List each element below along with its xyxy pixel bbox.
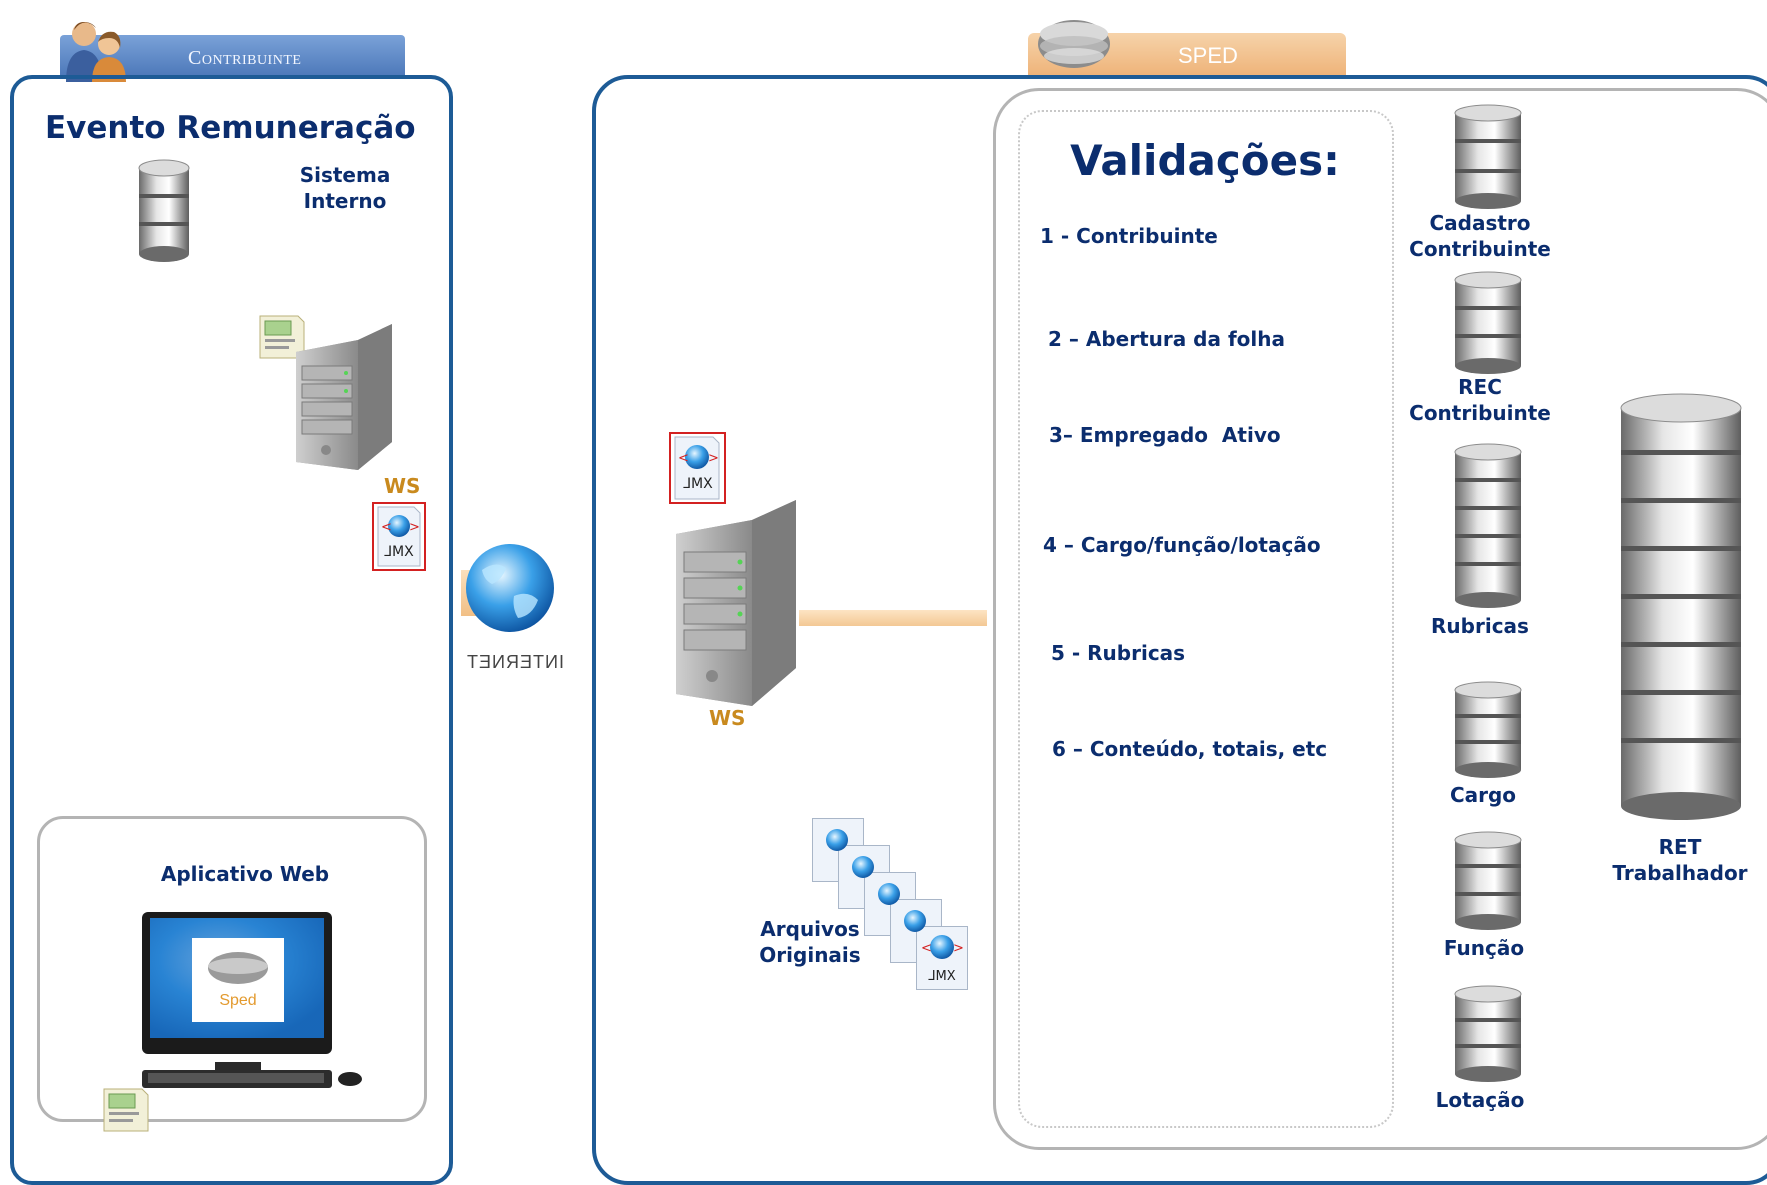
db-label-rec: REC Contribuinte xyxy=(1409,375,1551,425)
xml-text: XML xyxy=(683,476,713,492)
server-icon-left xyxy=(288,322,400,472)
validacoes-box xyxy=(1018,110,1394,1128)
db-label-cargo: Cargo xyxy=(1449,783,1517,807)
database-icon-funcao xyxy=(1452,830,1524,932)
svg-text:>: > xyxy=(708,451,719,466)
validation-item-1: 1 - Contribuinte xyxy=(1040,224,1218,248)
svg-text:<: < xyxy=(381,520,392,535)
evento-title: Evento Remuneração xyxy=(45,110,416,146)
database-icon xyxy=(136,158,192,264)
server-icon-sped xyxy=(668,498,800,708)
database-icon-lotacao xyxy=(1452,984,1524,1084)
svg-text:<: < xyxy=(921,941,932,956)
monitor-icon[interactable]: Sped xyxy=(140,910,385,1090)
validation-item-6: 6 – Conteúdo, totais, etc xyxy=(1052,737,1328,761)
sistema-interno-label: Sistema Interno xyxy=(299,163,391,213)
ret-trabalhador-label: RET Trabalhador xyxy=(1612,835,1748,885)
certificate-icon-small xyxy=(102,1085,150,1133)
sped-tab-label: SPED xyxy=(1178,43,1238,68)
db-label-funcao: Função xyxy=(1443,936,1525,960)
validation-item-4: 4 – Cargo/função/lotação xyxy=(1043,533,1321,557)
db-label-rubricas: Rubricas xyxy=(1431,614,1529,638)
aplicativo-web-label: Aplicativo Web xyxy=(160,862,330,886)
globe-icon xyxy=(462,540,558,636)
xml-file-icon: <> XML xyxy=(916,926,968,990)
validation-item-5: 5 - Rubricas xyxy=(1051,641,1186,665)
xml-file-stack: <> XML xyxy=(812,818,972,996)
svg-text:>: > xyxy=(409,520,420,535)
validation-area xyxy=(993,88,1767,1150)
validation-item-3: 3– Empregado Ativo xyxy=(1049,423,1281,447)
ws-label-left: WS xyxy=(384,474,421,498)
people-icon xyxy=(62,12,132,82)
internet-label: INTERNET xyxy=(466,652,564,672)
certificate-icon xyxy=(258,312,306,360)
aplicativo-web-box xyxy=(37,816,427,1122)
database-icon-rubricas xyxy=(1452,442,1524,610)
xml-file-icon-left[interactable]: < > XML xyxy=(372,502,426,571)
database-icon-cargo xyxy=(1452,680,1524,780)
monitor-sped-label: Sped xyxy=(219,992,257,1009)
database-icon-ret xyxy=(1618,392,1744,824)
db-label-lotacao: Lotação xyxy=(1435,1088,1525,1112)
svg-text:>: > xyxy=(953,941,964,956)
arquivos-originais-label: Arquivos Originais xyxy=(759,917,861,967)
xml-text: XML xyxy=(384,544,414,560)
contribuinte-tab-label: Contribuinte xyxy=(188,47,302,69)
db-label-cadastro: Cadastro Contribuinte xyxy=(1409,211,1551,261)
svg-text:<: < xyxy=(678,451,689,466)
validation-item-2: 2 – Abertura da folha xyxy=(1048,327,1285,351)
sped-connector xyxy=(799,610,987,626)
xml-file-icon-sped[interactable]: < > XML xyxy=(669,432,726,504)
sped-logo-icon xyxy=(1036,14,1112,70)
validacoes-title: Validações: xyxy=(1070,136,1340,185)
database-icon-rec xyxy=(1452,270,1524,376)
ws-label-sped: WS xyxy=(709,706,746,730)
database-icon-cadastro xyxy=(1452,103,1524,211)
